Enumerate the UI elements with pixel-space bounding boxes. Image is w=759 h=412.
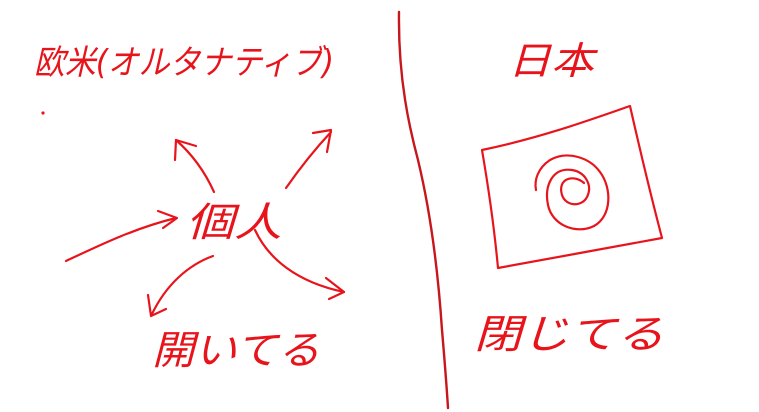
left-title: 欧米(オルタナティブ) xyxy=(34,43,334,83)
center-label: 個人 xyxy=(186,200,282,246)
left-bottom-label: 開いてる xyxy=(152,328,320,374)
stray-dot xyxy=(41,111,45,115)
arrow-down-left xyxy=(146,254,215,318)
arrow-up-right xyxy=(284,128,333,190)
right-title: 日本 xyxy=(508,39,599,83)
arrow-down-right xyxy=(253,228,346,301)
arrow-up-left xyxy=(173,138,216,194)
center-divider-line xyxy=(397,10,450,410)
right-bottom-label: 閉じてる xyxy=(474,312,664,358)
arrow-in-left xyxy=(64,209,179,263)
spiral-flag-icon xyxy=(480,104,664,270)
